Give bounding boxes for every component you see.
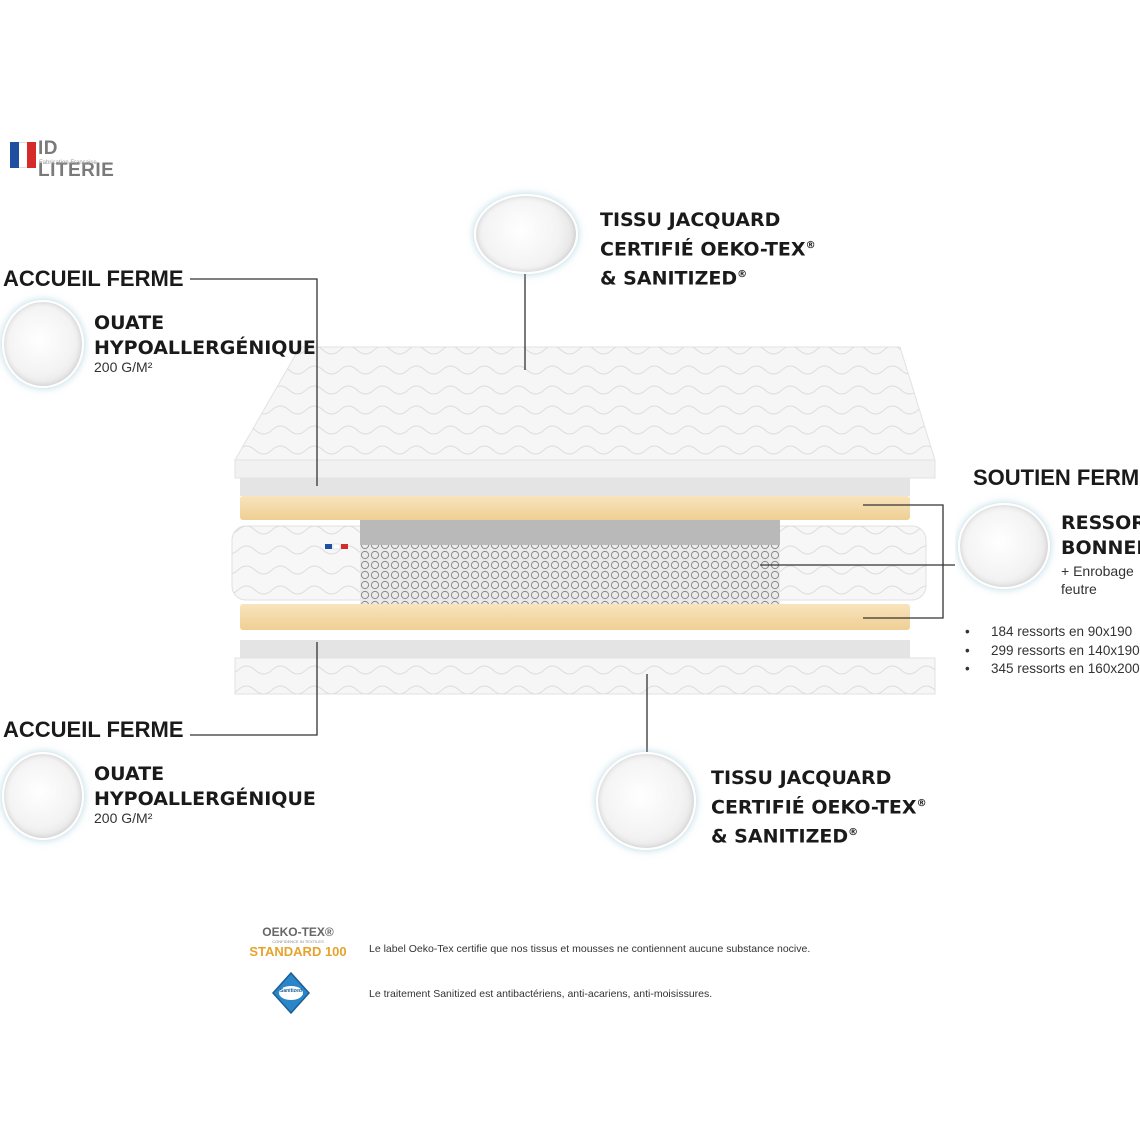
top-left-title-line2: HYPOALLERGÉNIQUE xyxy=(94,337,316,359)
top-left-heading: ACCUEIL FERME xyxy=(3,266,184,291)
registered-mark: ® xyxy=(848,827,859,839)
top-left-title: OUATE HYPOALLERGÉNIQUE xyxy=(94,311,316,361)
callout-line-top-left xyxy=(190,278,318,486)
bottom-left-heading: ACCUEIL FERME xyxy=(3,717,184,742)
bottom-wadding-layer xyxy=(240,640,910,658)
callout-bracket-felt xyxy=(863,504,944,619)
top-fabric-line2: CERTIFIÉ OEKO-TEX xyxy=(600,238,806,261)
french-flag-icon xyxy=(10,142,36,168)
bottom-left-weight: 200 G/M² xyxy=(94,810,153,826)
registered-mark: ® xyxy=(805,240,816,251)
oeko-tex-note: Le label Oeko-Tex certifie que nos tissu… xyxy=(369,943,811,955)
spring-core xyxy=(231,520,927,605)
top-fabric-panel xyxy=(234,346,936,479)
support-title-line1: RESSORTS xyxy=(1061,512,1140,534)
bottom-fabric-title: TISSU JACQUARD CERTIFIÉ OEKO-TEX® & SANI… xyxy=(711,766,927,850)
registered-mark: ® xyxy=(737,269,748,281)
top-wadding-layer xyxy=(240,478,910,496)
bottom-left-title: OUATE HYPOALLERGÉNIQUE xyxy=(94,762,316,812)
bottom-fabric-line3: & SANITIZED xyxy=(711,825,849,848)
bottom-fabric-line1: TISSU JACQUARD xyxy=(711,767,892,789)
bottom-fabric-line2: CERTIFIÉ OEKO-TEX xyxy=(711,796,917,819)
wadding-texture-circle xyxy=(2,752,84,840)
oeko-logo-standard: STANDARD 100 xyxy=(249,944,347,959)
list-item: 345 ressorts en 160x200 xyxy=(965,660,1140,679)
support-detail: + Enrobage feutre xyxy=(1061,562,1134,598)
top-fabric-line1: TISSU JACQUARD xyxy=(600,209,781,231)
support-callout: SOUTIEN FERME RESSORTS BONNELL + Enrobag… xyxy=(955,455,1140,690)
list-item: 299 ressorts en 140x190 xyxy=(965,642,1140,661)
brand-name: ID LITERIE xyxy=(38,138,115,181)
support-title-line2: BONNELL xyxy=(1061,537,1140,559)
oeko-logo-title: OEKO-TEX® xyxy=(262,925,334,939)
support-title: RESSORTS BONNELL xyxy=(1061,511,1140,561)
top-fabric-line3: & SANITIZED xyxy=(600,267,738,290)
support-heading: SOUTIEN FERME xyxy=(973,465,1140,490)
sanitized-logo: Sanitized xyxy=(271,971,311,1015)
jacquard-texture-circle xyxy=(474,194,578,274)
registered-mark: ® xyxy=(916,798,927,809)
wadding-texture-circle xyxy=(2,300,84,388)
spring-count-list: 184 ressorts en 90x190 299 ressorts en 1… xyxy=(965,623,1140,679)
bottom-fabric-panel xyxy=(234,657,936,695)
sanitized-logo-text: Sanitized xyxy=(280,988,302,994)
sanitized-shield-icon xyxy=(271,971,311,1015)
top-left-weight: 200 G/M² xyxy=(94,359,153,375)
flag-tag-icon xyxy=(325,544,332,549)
oeko-tex-logo: OEKO-TEX® CONFIDENCE IN TEXTILES STANDAR… xyxy=(238,925,358,967)
bottom-left-title-line2: HYPOALLERGÉNIQUE xyxy=(94,788,316,810)
support-detail-line2: feutre xyxy=(1061,581,1097,597)
support-detail-line1: + Enrobage xyxy=(1061,563,1134,579)
brand-subtitle: Fabrication Française xyxy=(39,160,97,166)
top-fabric-title: TISSU JACQUARD CERTIFIÉ OEKO-TEX® & SANI… xyxy=(600,208,816,292)
jacquard-texture-circle xyxy=(596,752,696,850)
list-item: 184 ressorts en 90x190 xyxy=(965,623,1140,642)
id-literie-logo: ID LITERIE Fabrication Française xyxy=(10,138,130,181)
sanitized-note: Le traitement Sanitized est antibactérie… xyxy=(369,988,713,1000)
spring-texture-circle xyxy=(958,503,1050,589)
bottom-left-title-line1: OUATE xyxy=(94,763,165,785)
top-left-title-line1: OUATE xyxy=(94,312,165,334)
top-felt-layer xyxy=(240,496,910,520)
callout-line-bottom-left xyxy=(190,642,318,736)
bottom-felt-layer xyxy=(240,604,910,630)
oeko-logo-tagline: CONFIDENCE IN TEXTILES xyxy=(272,939,324,944)
